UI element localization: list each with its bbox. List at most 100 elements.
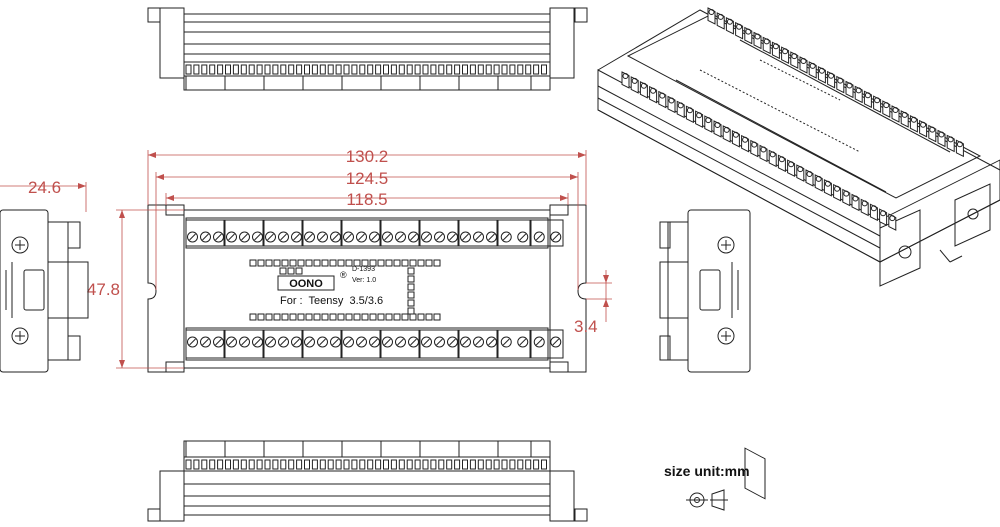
iso-screw-icon [782, 48, 789, 55]
header-pin [297, 313, 305, 321]
screw-icon [226, 336, 237, 348]
terminal-tooth [517, 64, 524, 75]
screw-slot [293, 233, 300, 241]
terminal-tooth [201, 459, 208, 470]
terminal-tooth [359, 64, 366, 75]
terminal-tooth [462, 64, 468, 75]
header-pin [249, 313, 257, 321]
header-pin [273, 313, 281, 321]
screw-icon [395, 231, 406, 243]
iso-screw-icon [650, 87, 657, 94]
screw-slot [267, 233, 274, 241]
iso-screw-icon [659, 92, 666, 99]
screw-icon [213, 231, 224, 243]
screw-icon [408, 336, 419, 348]
screw-icon [343, 336, 354, 348]
iso-screw-icon [708, 9, 715, 15]
iso-terminal [725, 16, 734, 35]
iso-screw-icon [837, 77, 844, 84]
screw-slot [410, 338, 417, 346]
header-pin [345, 259, 353, 267]
iso-screw-icon [726, 18, 733, 25]
iso-screw-icon [889, 215, 896, 222]
dim-slot-width: 3.4 [574, 317, 598, 336]
iso-screw-icon [834, 185, 841, 192]
iso-terminal [639, 80, 648, 99]
header-pin [417, 259, 425, 267]
terminal-tooth [422, 459, 429, 470]
screw-icon [239, 336, 250, 348]
terminal-block-top [419, 219, 459, 247]
iso-terminal [658, 90, 667, 109]
terminal-tooth [390, 64, 397, 75]
terminal-tooth [383, 64, 389, 75]
header-pin [305, 313, 313, 321]
screw-slot [475, 338, 482, 346]
header-pin [289, 313, 297, 321]
screw-slot [449, 233, 456, 241]
terminal-tooth [319, 459, 326, 470]
screw-icon [356, 231, 367, 243]
iso-terminal [817, 65, 826, 84]
header-pin [313, 313, 321, 321]
screw-icon [500, 336, 512, 348]
terminal-tooth [414, 459, 421, 470]
terminal-tooth [454, 64, 461, 75]
iso-terminal [937, 129, 946, 148]
screw-icon [473, 231, 484, 243]
iso-terminal [667, 95, 676, 114]
screw-icon [533, 231, 545, 243]
screw-slot [535, 338, 543, 346]
terminal-block-top [185, 219, 225, 247]
dim-side-width: 24.6 [28, 178, 61, 197]
screw-slot [462, 338, 469, 346]
header-pin [401, 313, 409, 321]
iso-screw-icon [778, 156, 785, 163]
terminal-tooth [225, 459, 231, 470]
terminal-tooth [359, 459, 366, 470]
terminal-tooth [272, 64, 279, 75]
screw-slot [475, 233, 482, 241]
iso-terminal [882, 100, 891, 118]
terminal-block-top [302, 219, 342, 247]
dim-overall-length: 130.2 [346, 147, 389, 166]
terminal-tooth [351, 64, 358, 75]
screw-slot [189, 233, 196, 241]
screw-icon [291, 336, 302, 348]
isometric-view [597, 7, 1000, 500]
terminal-tooth [351, 459, 358, 470]
screw-icon [278, 231, 289, 243]
terminal-tooth [248, 459, 255, 470]
iso-terminal [695, 110, 704, 129]
terminal-block-top [224, 219, 264, 247]
screw-icon [434, 336, 445, 348]
iso-screw-icon [754, 33, 761, 40]
dimension-lines: 130.2 124.5 118.5 47.8 24.6 3.4 [0, 147, 612, 369]
iso-screw-icon [864, 92, 871, 99]
brand-logo: OONO [289, 278, 323, 290]
screw-slot [332, 233, 339, 241]
terminal-tooth [327, 459, 334, 470]
iso-screw-icon [880, 210, 887, 217]
terminal-tooth [311, 64, 318, 75]
header-pin [287, 267, 295, 275]
iso-screw-icon [717, 13, 724, 20]
screw-icon [317, 336, 328, 348]
iso-terminal [869, 203, 878, 222]
screw-slot [552, 338, 560, 346]
screw-icon [447, 231, 458, 243]
terminal-block-bottom [185, 329, 225, 359]
header-pin [407, 267, 415, 275]
registered-mark: ® [340, 270, 347, 280]
dim-body-length: 118.5 [346, 190, 387, 209]
dim-height: 47.8 [87, 280, 120, 299]
screw-slot [488, 233, 495, 241]
terminal-tooth [501, 459, 508, 470]
front-view: OONO ® D-1393 Ver: 1.0 For : Teensy 3.5/… [147, 204, 587, 373]
terminal-tooth [509, 64, 516, 75]
iso-screw-icon [861, 200, 868, 207]
screw-slot [397, 233, 404, 241]
screw-icon [421, 336, 432, 348]
screw-slot [449, 338, 456, 346]
iso-screw-icon [732, 131, 739, 138]
